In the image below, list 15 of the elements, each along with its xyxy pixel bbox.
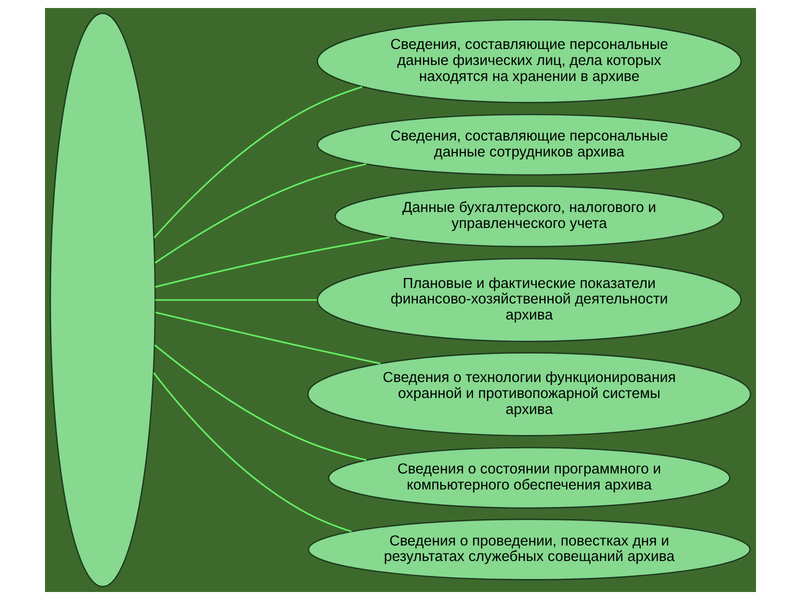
connector (154, 163, 366, 264)
node-ellipse: Сведения, составляющие персональные данные физических лиц, дела которых находятся на хранении в архиве (316, 19, 742, 104)
node-ellipse: Сведения о состоянии программного и компьютерного обеспечения архива (328, 446, 730, 509)
node-ellipse: Плановые и фактические показатели финансово-хозяйственной деятельности архива (316, 258, 742, 342)
connector (154, 312, 380, 364)
node-ellipse: Сведения о проведении, повестках дня и результатах служебных совещаний архива (307, 518, 750, 580)
connector (154, 344, 366, 461)
node-ellipse: Данные бухгалтерского, налогового и управленческого учета (334, 186, 724, 248)
node-ellipse: Сведения о технологии функционирования охранной и противопожарной системы архива (306, 352, 751, 436)
connector (153, 86, 362, 238)
node-ellipse: Сведения, составляющие персональные данные сотрудников архива (316, 114, 742, 176)
node-ellipse (49, 12, 156, 588)
connector (152, 372, 352, 532)
connector (154, 299, 316, 301)
connector (154, 236, 390, 288)
